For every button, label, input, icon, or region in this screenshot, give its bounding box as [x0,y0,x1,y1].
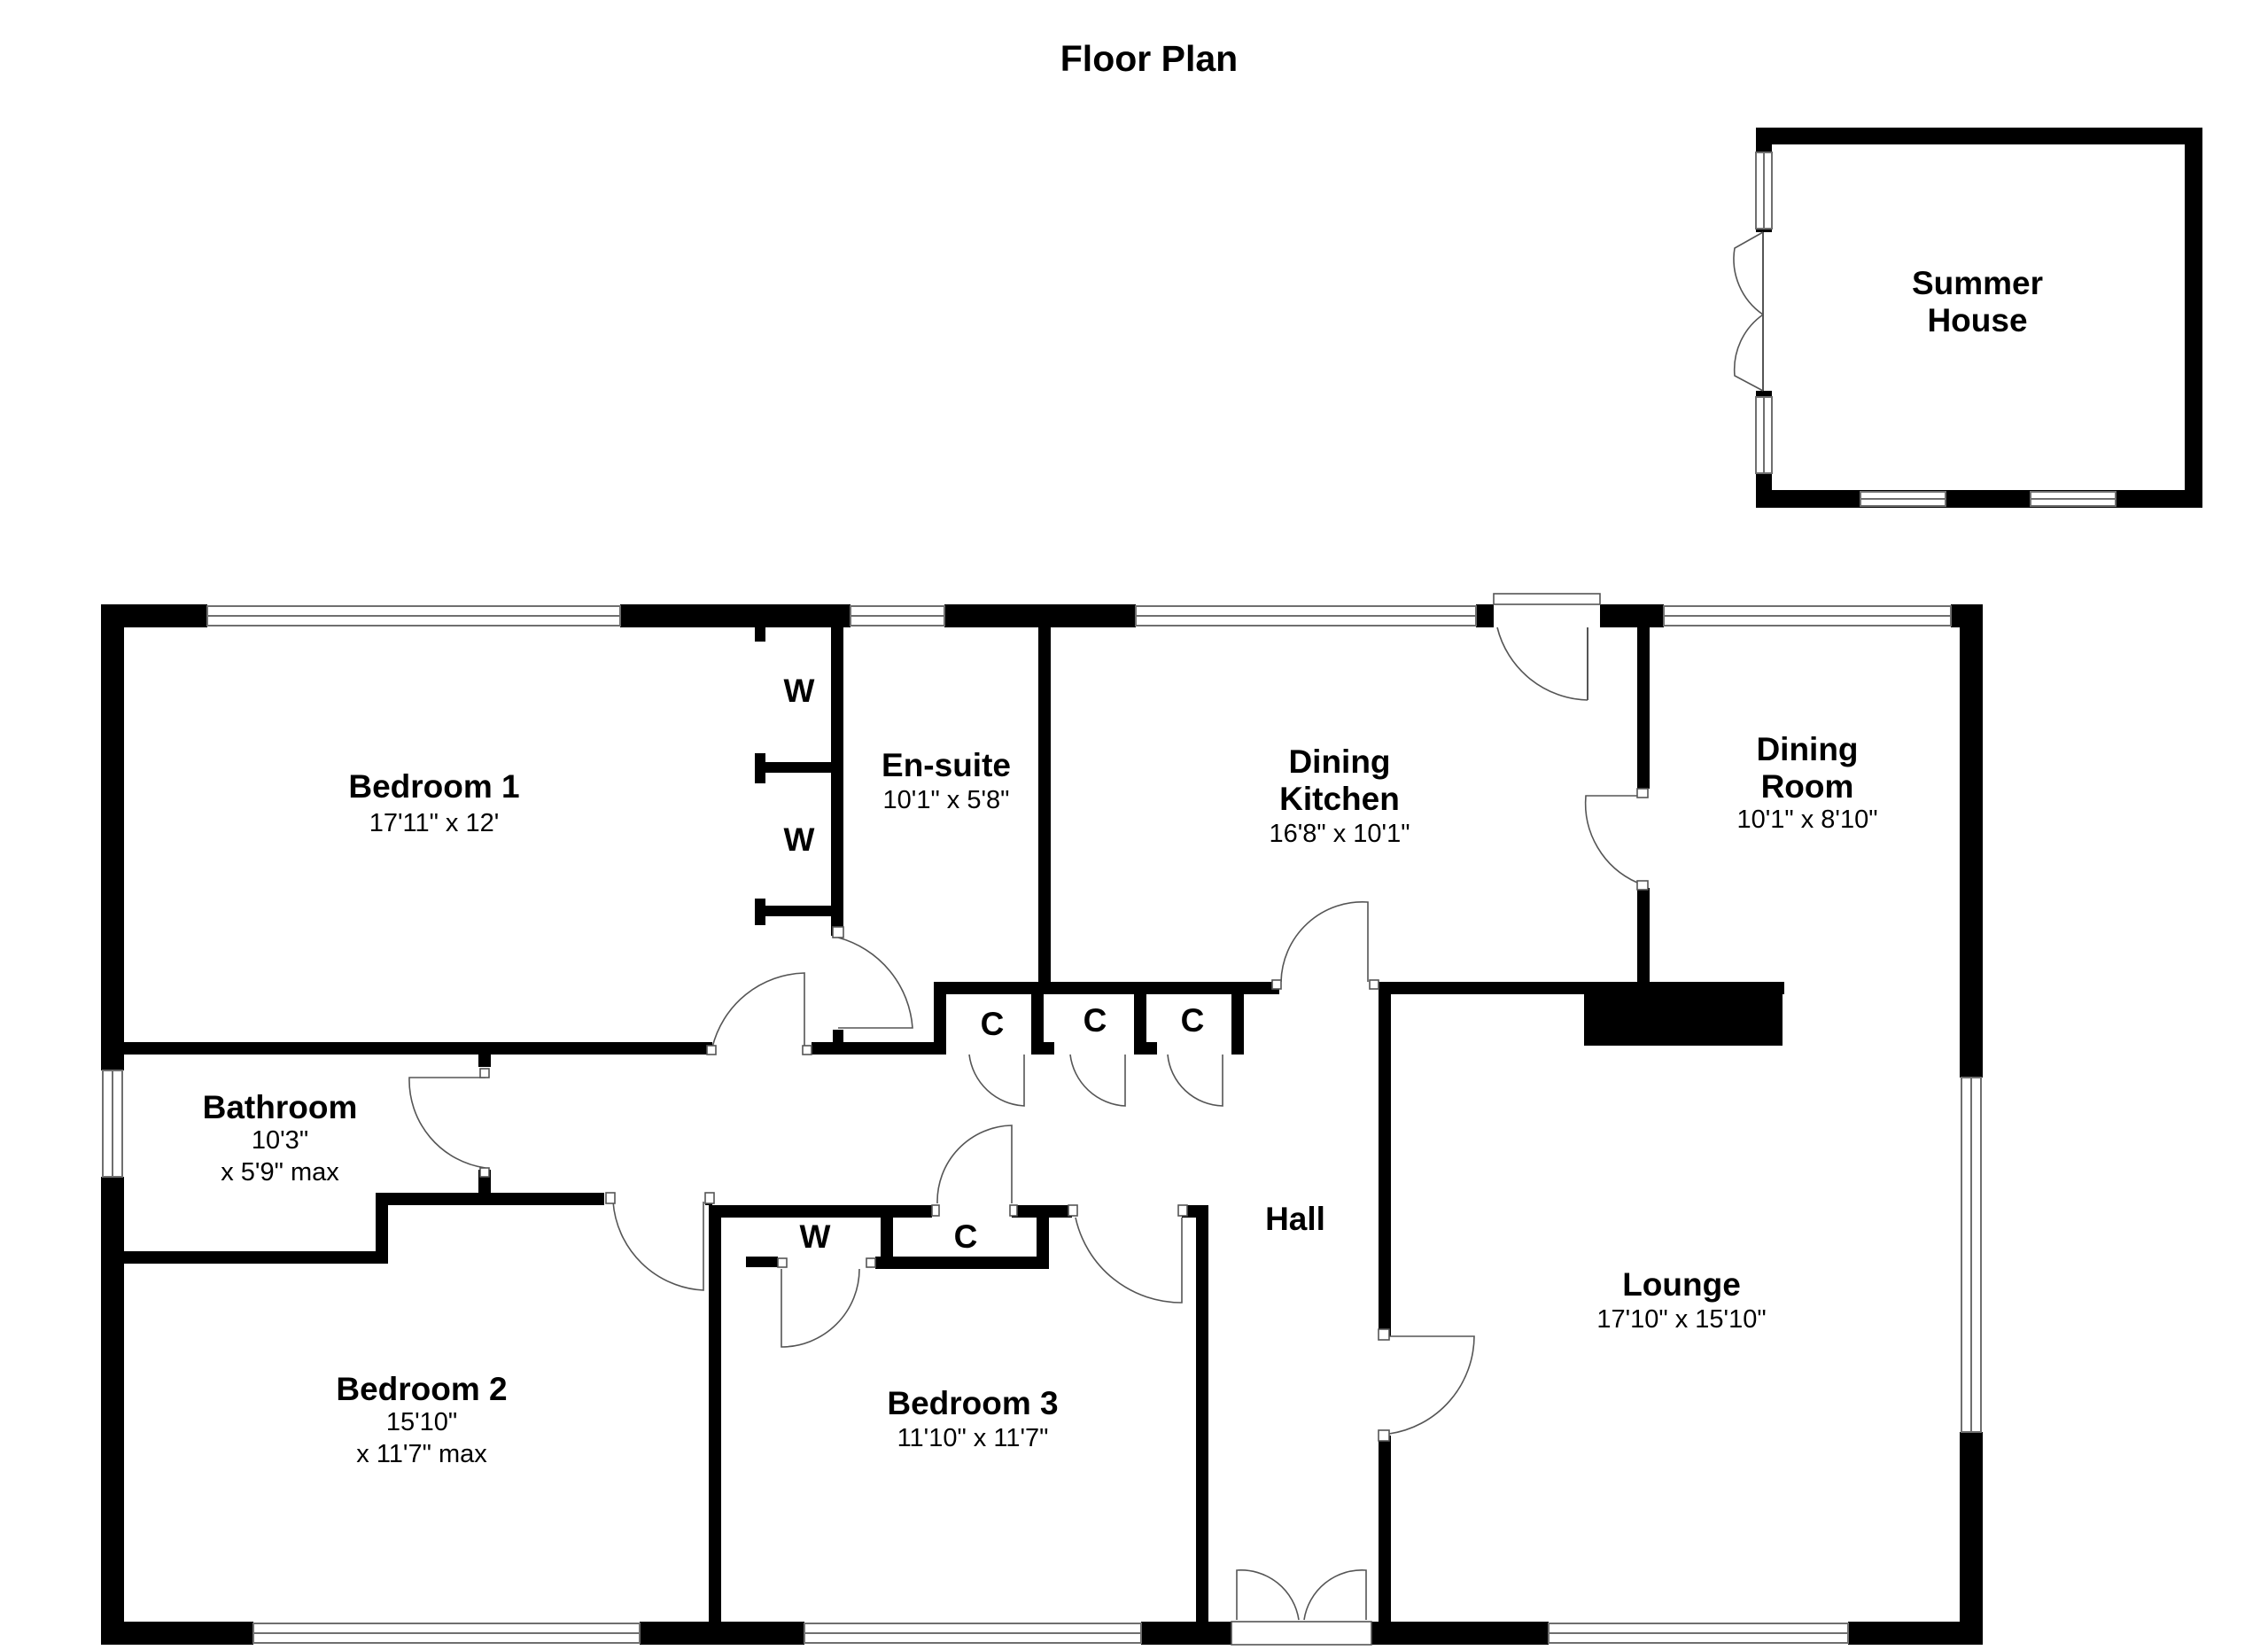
summer-house-label-1: Summer [1912,265,2043,301]
bathroom-door [408,1077,486,1169]
cupboard-door-1 [968,1054,1025,1107]
lounge-label: Lounge [1622,1266,1741,1303]
dining-room-label-1: Dining [1756,731,1858,767]
dining-room-door [1584,795,1638,883]
summer-house-right-wall [2185,128,2202,508]
summer-house-bottom-wall [1756,490,2202,508]
dining-room-label-2: Room [1761,768,1854,805]
cupboard-label-2: C [1084,1002,1107,1039]
cupboard-label-3: C [1181,1002,1205,1039]
summer-house: Summer House [1733,128,2202,508]
hall-label: Hall [1265,1201,1325,1237]
wardrobe-door-bedroom3 [781,1268,860,1348]
wardrobe-label-1: W [784,673,815,709]
wardrobe-label-3: W [800,1218,831,1255]
page-title: Floor Plan [1060,38,1238,79]
front-door [1236,1569,1300,1621]
cupboard-label-1: C [981,1006,1005,1042]
bedroom2-dimensions-1: 15'10" [386,1408,457,1436]
bedroom1-door [711,972,805,1048]
lounge-dimensions: 17'10" x 15'10" [1596,1305,1766,1334]
dining-kitchen-dimensions: 16'8" x 10'1" [1269,820,1410,848]
bedroom2-label: Bedroom 2 [336,1371,507,1407]
interior-walls [124,626,1784,1622]
summer-house-french-door [1733,231,1764,315]
bathroom-dimensions-2: x 5'9" max [221,1158,339,1187]
ensuite-dimensions: 10'1" x 5'8" [883,786,1010,814]
doors [408,593,1649,1646]
bedroom1-label: Bedroom 1 [348,768,519,805]
dining-kitchen-label-1: Dining [1288,743,1390,780]
kitchen-door [1280,901,1369,983]
bedroom3-dimensions: 11'10" x 11'7" [897,1424,1049,1452]
bedroom3-label: Bedroom 3 [887,1385,1058,1421]
dining-room-dimensions: 10'1" x 8'10" [1736,806,1877,834]
summer-house-label-2: House [1927,302,2027,339]
ensuite-label: En-suite [882,747,1011,783]
corridor-cupboard-door [936,1125,1013,1204]
bathroom-label: Bathroom [203,1089,358,1125]
bedroom2-dimensions-2: x 11'7" max [356,1440,487,1468]
cupboard-door-2 [1069,1054,1126,1107]
cupboard-label-4: C [954,1218,978,1255]
windows [102,605,1982,1644]
bedroom1-dimensions: 17'11" x 12' [369,809,500,837]
ensuite-door [837,937,913,1029]
summer-house-top-wall [1756,128,2202,144]
wardrobe-label-2: W [784,821,815,858]
dining-kitchen-label-2: Kitchen [1279,781,1400,817]
room-labels: Bedroom 1 17'11" x 12' W W En-suite 10'1… [203,673,1878,1468]
kitchen-back-door [1496,627,1588,701]
outer-walls [101,604,1983,1645]
bedroom3-door [1075,1217,1183,1304]
bathroom-dimensions-1: 10'3" [252,1126,308,1155]
bedroom2-door [612,1201,704,1291]
cupboard-door-3 [1167,1054,1223,1107]
lounge-door [1388,1335,1475,1435]
